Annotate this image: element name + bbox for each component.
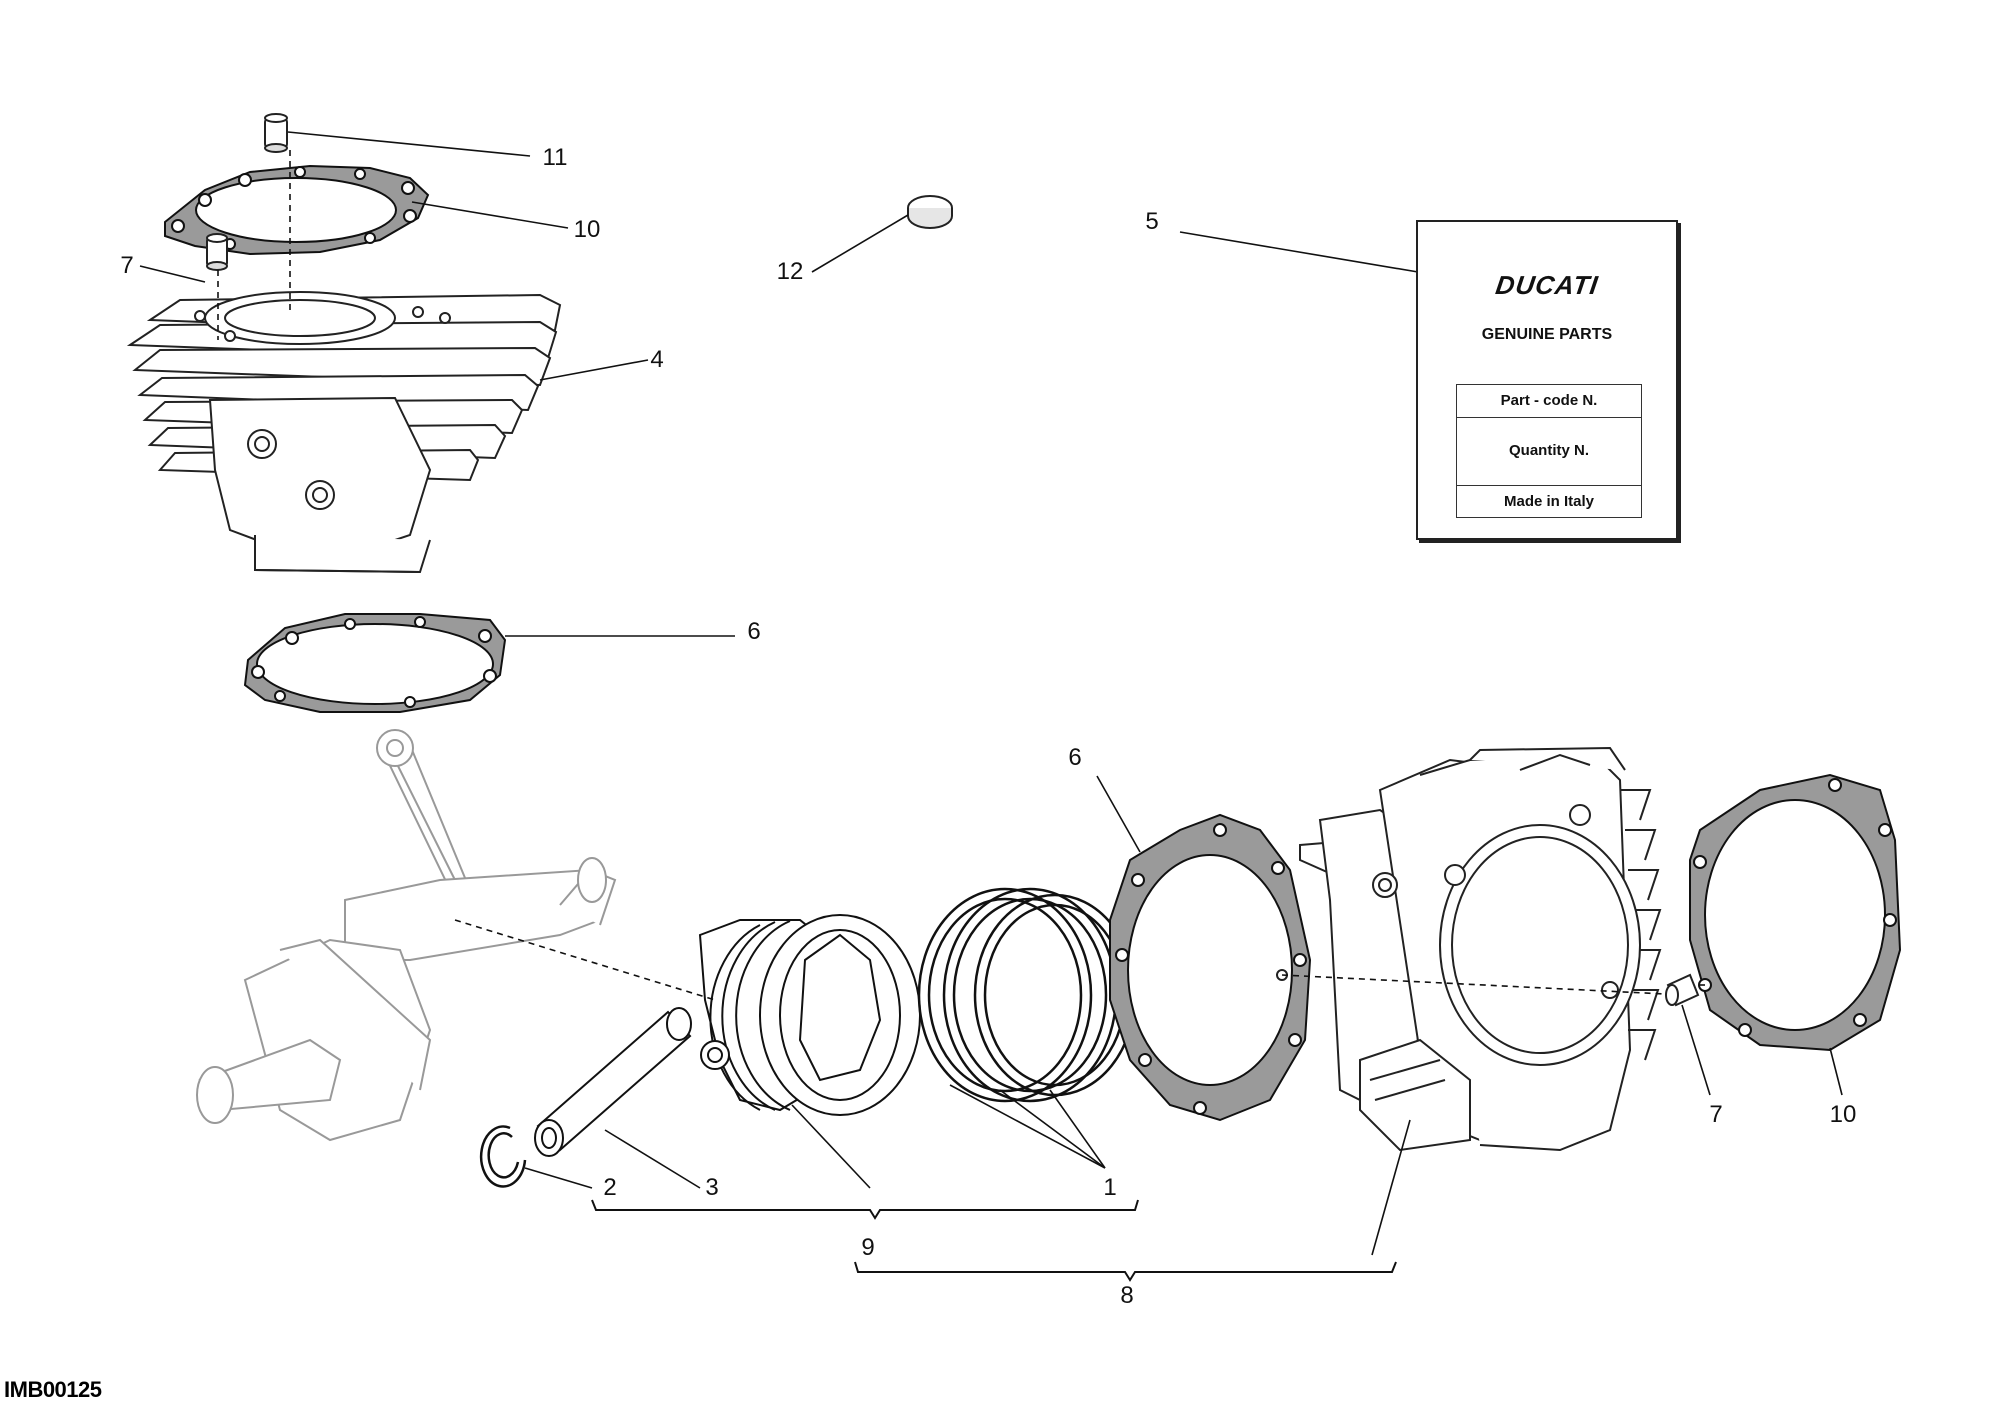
genuine-parts-label: DUCATI GENUINE PARTS Part - code N. Quan… xyxy=(1416,220,1678,540)
field-origin: Made in Italy xyxy=(1457,485,1641,518)
crankshaft xyxy=(196,729,617,1142)
callout-6-bottom: 6 xyxy=(1068,744,1082,771)
callout-10-bottom: 10 xyxy=(1829,1101,1857,1128)
piston-rings xyxy=(917,887,1137,1103)
callout-1: 1 xyxy=(1103,1174,1117,1201)
callout-7-bottom: 7 xyxy=(1709,1101,1723,1128)
dowel-pin-top xyxy=(264,113,288,153)
diagram-reference-code: IMB00125 xyxy=(4,1377,102,1402)
label-subtitle: GENUINE PARTS xyxy=(1481,326,1613,343)
field-quantity: Quantity N. xyxy=(1508,442,1589,459)
callout-12: 12 xyxy=(776,258,804,285)
callout-9: 9 xyxy=(861,1234,875,1261)
piston xyxy=(698,914,921,1116)
dowel-pin-cylinder-top xyxy=(206,233,228,271)
callout-6-top: 6 xyxy=(747,618,761,645)
brand-logo-text: DUCATI xyxy=(1493,270,1601,300)
callout-5: 5 xyxy=(1145,208,1159,235)
callout-3: 3 xyxy=(705,1174,719,1201)
callout-2: 2 xyxy=(603,1174,617,1201)
callout-7-top: 7 xyxy=(120,252,134,279)
label-fields-box: Part - code N. Quantity N. Made in Italy xyxy=(1456,384,1642,518)
leader-lines xyxy=(139,131,1843,1256)
circlip xyxy=(479,1125,527,1188)
head-gasket-bottom xyxy=(1689,773,1902,1052)
plug-cap xyxy=(907,195,953,229)
base-gasket-bottom xyxy=(1109,813,1312,1122)
cylinder-top xyxy=(126,291,562,574)
piston-pin xyxy=(534,1007,692,1157)
base-gasket-top xyxy=(243,613,507,713)
callout-11: 11 xyxy=(542,144,568,171)
cylinder-bottom xyxy=(1276,746,1662,1152)
callout-8: 8 xyxy=(1120,1282,1134,1309)
dowel-pin-cylinder-bottom xyxy=(1665,973,1700,1007)
group-brackets xyxy=(591,1199,1397,1282)
callout-10-top: 10 xyxy=(573,216,601,243)
head-gasket-top xyxy=(164,164,430,256)
field-part-code: Part - code N. xyxy=(1457,385,1641,418)
callout-4: 4 xyxy=(650,346,664,373)
